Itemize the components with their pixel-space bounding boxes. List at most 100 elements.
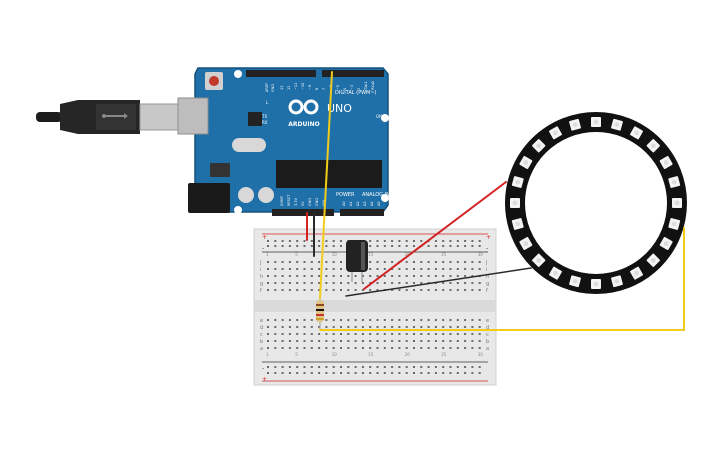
breadboard-hole[interactable] (325, 282, 328, 284)
breadboard-hole[interactable] (361, 289, 364, 291)
breadboard-hole[interactable] (303, 340, 306, 342)
breadboard-hole[interactable] (434, 261, 437, 263)
breadboard-hole[interactable] (449, 275, 452, 277)
breadboard-hole[interactable] (471, 372, 474, 374)
breadboard-hole[interactable] (369, 340, 372, 342)
breadboard-hole[interactable] (354, 340, 357, 342)
breadboard-hole[interactable] (310, 333, 313, 335)
breadboard-hole[interactable] (332, 245, 335, 247)
breadboard-hole[interactable] (398, 326, 401, 328)
breadboard-hole[interactable] (310, 282, 313, 284)
breadboard-hole[interactable] (442, 340, 445, 342)
breadboard-hole[interactable] (376, 319, 379, 321)
breadboard-hole[interactable] (325, 372, 328, 374)
breadboard-hole[interactable] (471, 268, 474, 270)
breadboard-hole[interactable] (420, 340, 423, 342)
breadboard-hole[interactable] (449, 372, 452, 374)
breadboard-hole[interactable] (442, 261, 445, 263)
breadboard-hole[interactable] (325, 366, 328, 368)
breadboard-hole[interactable] (427, 366, 430, 368)
breadboard-hole[interactable] (420, 372, 423, 374)
breadboard-hole[interactable] (361, 366, 364, 368)
breadboard-hole[interactable] (296, 347, 299, 349)
breadboard-hole[interactable] (296, 275, 299, 277)
breadboard-hole[interactable] (361, 340, 364, 342)
breadboard-hole[interactable] (427, 245, 430, 247)
breadboard-hole[interactable] (296, 268, 299, 270)
breadboard-hole[interactable] (420, 333, 423, 335)
breadboard-hole[interactable] (413, 340, 415, 342)
breadboard-hole[interactable] (332, 372, 335, 374)
breadboard-hole[interactable] (288, 240, 291, 242)
breadboard-hole[interactable] (449, 282, 452, 284)
breadboard-hole[interactable] (325, 333, 328, 335)
breadboard-hole[interactable] (318, 289, 321, 291)
breadboard-hole[interactable] (361, 326, 364, 328)
breadboard-hole[interactable] (376, 326, 379, 328)
breadboard-hole[interactable] (332, 240, 335, 242)
breadboard-hole[interactable] (456, 319, 459, 321)
breadboard-hole[interactable] (332, 282, 335, 284)
breadboard-hole[interactable] (442, 372, 445, 374)
breadboard-hole[interactable] (427, 319, 430, 321)
breadboard-hole[interactable] (442, 240, 445, 242)
breadboard-hole[interactable] (420, 347, 423, 349)
breadboard-hole[interactable] (303, 347, 306, 349)
breadboard-hole[interactable] (420, 240, 423, 242)
breadboard-hole[interactable] (398, 268, 401, 270)
breadboard-hole[interactable] (383, 366, 386, 368)
breadboard-hole[interactable] (332, 289, 335, 291)
breadboard-hole[interactable] (391, 245, 394, 247)
breadboard-hole[interactable] (405, 289, 408, 291)
breadboard-hole[interactable] (413, 333, 415, 335)
breadboard-hole[interactable] (303, 240, 306, 242)
breadboard-hole[interactable] (478, 268, 481, 270)
breadboard-hole[interactable] (318, 261, 321, 263)
breadboard-hole[interactable] (340, 261, 342, 263)
breadboard-hole[interactable] (325, 289, 328, 291)
breadboard-hole[interactable] (288, 275, 291, 277)
breadboard-hole[interactable] (318, 240, 321, 242)
breadboard-hole[interactable] (383, 347, 386, 349)
breadboard-hole[interactable] (267, 340, 269, 342)
breadboard-hole[interactable] (427, 326, 430, 328)
breadboard-hole[interactable] (478, 282, 481, 284)
breadboard-hole[interactable] (340, 319, 342, 321)
breadboard-hole[interactable] (413, 326, 415, 328)
breadboard-hole[interactable] (434, 340, 437, 342)
breadboard-hole[interactable] (318, 372, 321, 374)
breadboard-hole[interactable] (478, 333, 481, 335)
breadboard-hole[interactable] (391, 261, 394, 263)
breadboard-hole[interactable] (318, 347, 321, 349)
breadboard-hole[interactable] (361, 333, 364, 335)
breadboard-hole[interactable] (413, 319, 415, 321)
breadboard-hole[interactable] (274, 366, 277, 368)
breadboard-hole[interactable] (288, 366, 291, 368)
breadboard-hole[interactable] (383, 275, 386, 277)
breadboard-hole[interactable] (296, 245, 299, 247)
breadboard-hole[interactable] (274, 326, 277, 328)
breadboard-hole[interactable] (376, 372, 379, 374)
breadboard-hole[interactable] (405, 282, 408, 284)
breadboard-hole[interactable] (478, 261, 481, 263)
breadboard-hole[interactable] (471, 240, 474, 242)
breadboard-hole[interactable] (347, 347, 350, 349)
breadboard-hole[interactable] (420, 275, 423, 277)
breadboard-hole[interactable] (354, 372, 357, 374)
breadboard-hole[interactable] (354, 319, 357, 321)
breadboard-hole[interactable] (274, 261, 277, 263)
breadboard-hole[interactable] (288, 340, 291, 342)
breadboard-hole[interactable] (398, 319, 401, 321)
breadboard-hole[interactable] (332, 275, 335, 277)
breadboard-hole[interactable] (296, 261, 299, 263)
breadboard-hole[interactable] (274, 282, 277, 284)
breadboard-hole[interactable] (442, 282, 445, 284)
breadboard-hole[interactable] (456, 282, 459, 284)
breadboard-hole[interactable] (369, 275, 372, 277)
breadboard-hole[interactable] (281, 372, 284, 374)
breadboard-hole[interactable] (434, 245, 437, 247)
breadboard-hole[interactable] (310, 261, 313, 263)
breadboard-hole[interactable] (478, 340, 481, 342)
breadboard-hole[interactable] (274, 372, 277, 374)
breadboard-hole[interactable] (449, 326, 452, 328)
